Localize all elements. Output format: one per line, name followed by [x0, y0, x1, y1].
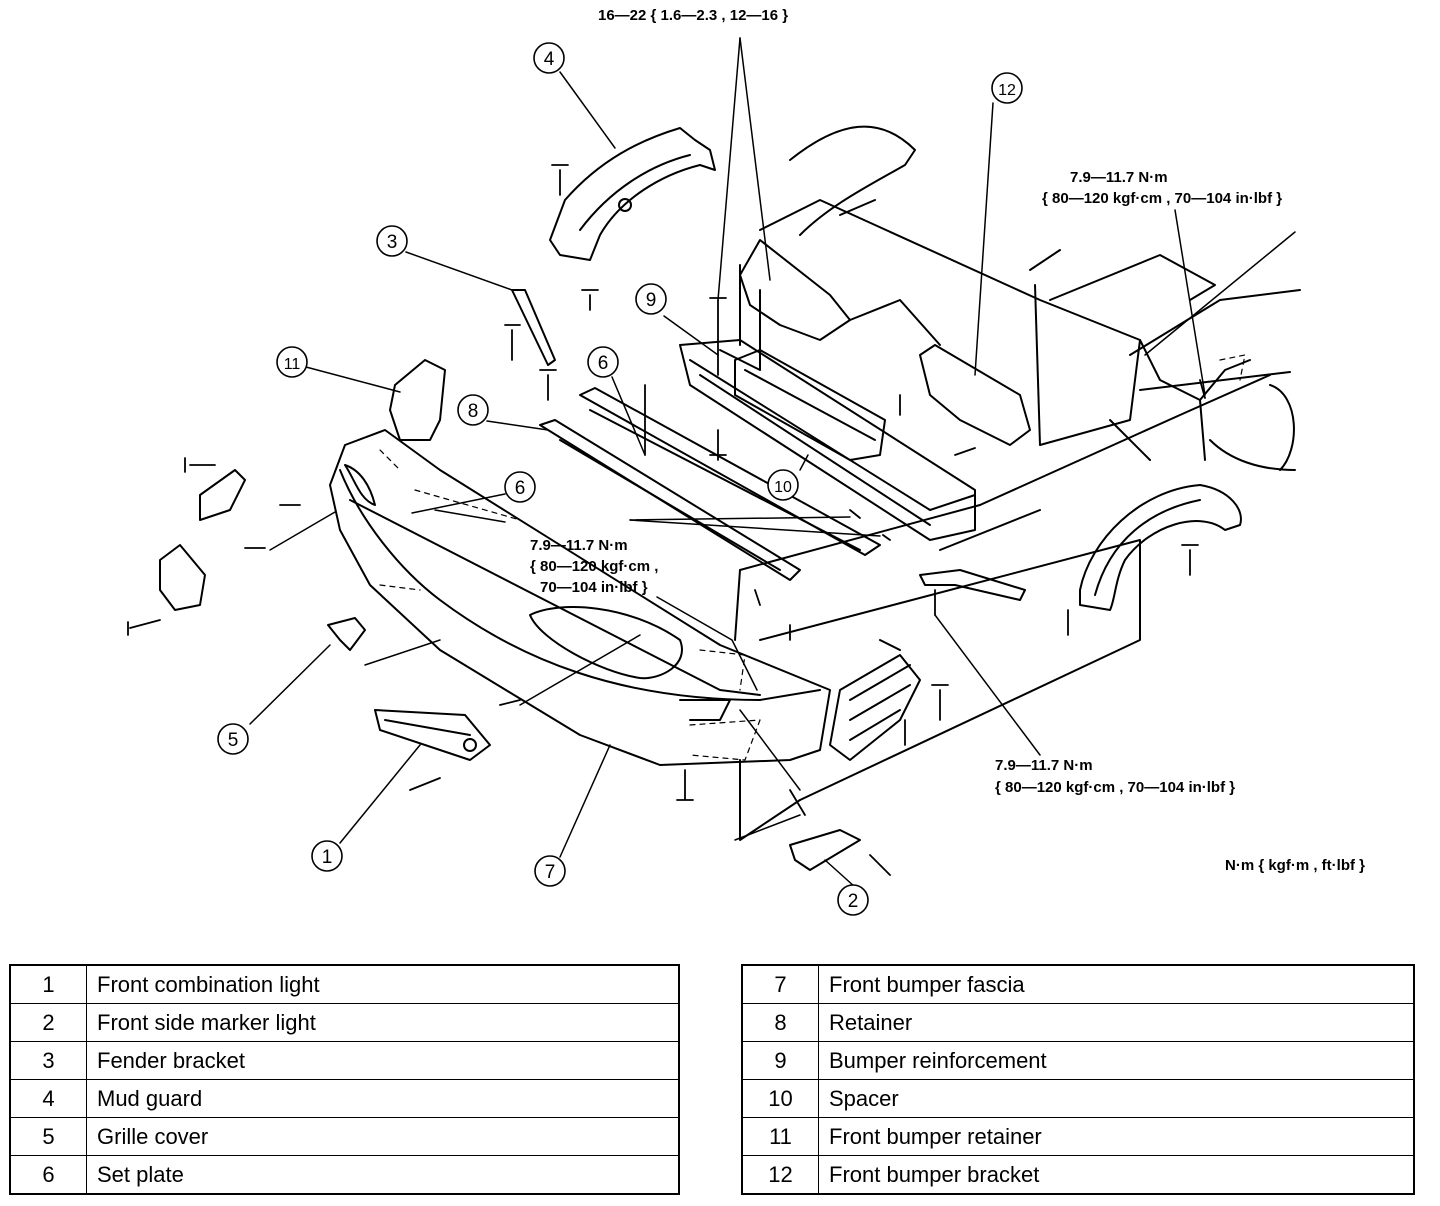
- front-bumper-retainer: [389, 359, 446, 441]
- legend-num: 12: [741, 1155, 819, 1195]
- legend-name: Front bumper retainer: [818, 1117, 1415, 1156]
- legend-name: Bumper reinforcement: [818, 1041, 1415, 1080]
- legend-num: 10: [741, 1079, 819, 1118]
- hidden-lines: [379, 354, 1246, 761]
- legend-name: Spacer: [818, 1079, 1415, 1118]
- legend-num: 6: [9, 1155, 87, 1195]
- legend-num: 1: [9, 964, 87, 1004]
- callout-5-circle: [217, 723, 249, 755]
- spacer: [734, 349, 886, 461]
- legend-num: 9: [741, 1041, 819, 1080]
- leader-lines: [249, 37, 1296, 888]
- legend-num: 5: [9, 1117, 87, 1156]
- callout-4: 4: [544, 49, 555, 70]
- callout-6-upper: 6: [598, 353, 609, 374]
- legend-num: 2: [9, 1003, 87, 1042]
- callout-12-circle: [991, 72, 1023, 104]
- torque-right-lower-line2: { 80—120 kgf·cm , 70—104 in·lbf }: [995, 779, 1235, 796]
- torque-right-upper-line1: 7.9—11.7 N·m: [1070, 169, 1168, 186]
- legend-name: Fender bracket: [86, 1041, 680, 1080]
- legend-name: Front bumper bracket: [818, 1155, 1415, 1195]
- left-side-lamps: [159, 469, 921, 761]
- callout-2-circle: [837, 884, 869, 916]
- torque-center-line1: 7.9—11.7 N·m: [530, 537, 628, 554]
- callout-5: 5: [228, 730, 239, 751]
- legend-num: 11: [741, 1117, 819, 1156]
- callout-10: 10: [774, 479, 792, 496]
- front-combination-light: [374, 709, 491, 761]
- torque-center-line3: 70—104 in·lbf }: [540, 579, 648, 596]
- callout-1-circle: [311, 840, 343, 872]
- callout-11-circle: [276, 346, 308, 378]
- torque-center-line2: { 80—120 kgf·cm ,: [530, 558, 658, 575]
- callouts: [217, 42, 1023, 916]
- callout-6-circle-lower: [504, 471, 536, 503]
- bumper-fascia: [329, 429, 831, 766]
- callout-11: 11: [284, 356, 301, 373]
- mud-guard-left: [549, 127, 716, 261]
- legend-name: Grille cover: [86, 1117, 680, 1156]
- legend-name: Retainer: [818, 1003, 1415, 1042]
- callout-9-circle: [635, 283, 667, 315]
- callout-8: 8: [468, 401, 479, 422]
- callout-9: 9: [646, 290, 657, 311]
- legend-num: 3: [9, 1041, 87, 1080]
- legend-name: Set plate: [86, 1155, 680, 1195]
- fender-brackets: [511, 289, 1151, 601]
- exploded-view-diagram: 4 12 3 9 11 6 8 10 6 5 1 7 2 16—22 { 1.6…: [127, 7, 1365, 916]
- legend-num: 8: [741, 1003, 819, 1042]
- callout-numbers: 4 12 3 9 11 6 8 10 6 5 1 7 2: [228, 49, 1016, 912]
- torque-top: 16—22 { 1.6—2.3 , 12—16 }: [598, 7, 788, 24]
- legend-num: 4: [9, 1079, 87, 1118]
- legend-num: 7: [741, 964, 819, 1004]
- vehicle-body: [734, 125, 1301, 841]
- torque-right-upper-line2: { 80—120 kgf·cm , 70—104 in·lbf }: [1042, 190, 1282, 207]
- torque-labels: 16—22 { 1.6—2.3 , 12—16 } 7.9—11.7 N·m {…: [530, 7, 1365, 874]
- retainer-strip: [539, 387, 881, 581]
- legend-name: Mud guard: [86, 1079, 680, 1118]
- callout-7-circle: [534, 855, 566, 887]
- callout-3: 3: [387, 232, 398, 253]
- callout-12: 12: [998, 82, 1016, 99]
- callout-4-circle: [533, 42, 565, 74]
- callout-3-circle: [376, 225, 408, 257]
- callout-1: 1: [322, 847, 333, 868]
- callout-7: 7: [545, 862, 556, 883]
- units-note: N·m { kgf·m , ft·lbf }: [1225, 857, 1365, 874]
- callout-6-lower: 6: [515, 478, 526, 499]
- callout-2: 2: [848, 891, 859, 912]
- legend-name: Front combination light: [86, 964, 680, 1004]
- front-bumper-bracket: [739, 239, 1031, 446]
- callout-8-circle: [457, 394, 489, 426]
- callout-10-circle: [767, 469, 799, 501]
- mud-guard-right: [1079, 484, 1242, 611]
- legend-name: Front side marker light: [86, 1003, 680, 1042]
- torque-right-lower-line1: 7.9—11.7 N·m: [995, 757, 1093, 774]
- callout-6-circle-upper: [587, 346, 619, 378]
- legend-name: Front bumper fascia: [818, 964, 1415, 1004]
- grille-cover: [327, 617, 366, 651]
- front-side-marker-light: [789, 829, 861, 871]
